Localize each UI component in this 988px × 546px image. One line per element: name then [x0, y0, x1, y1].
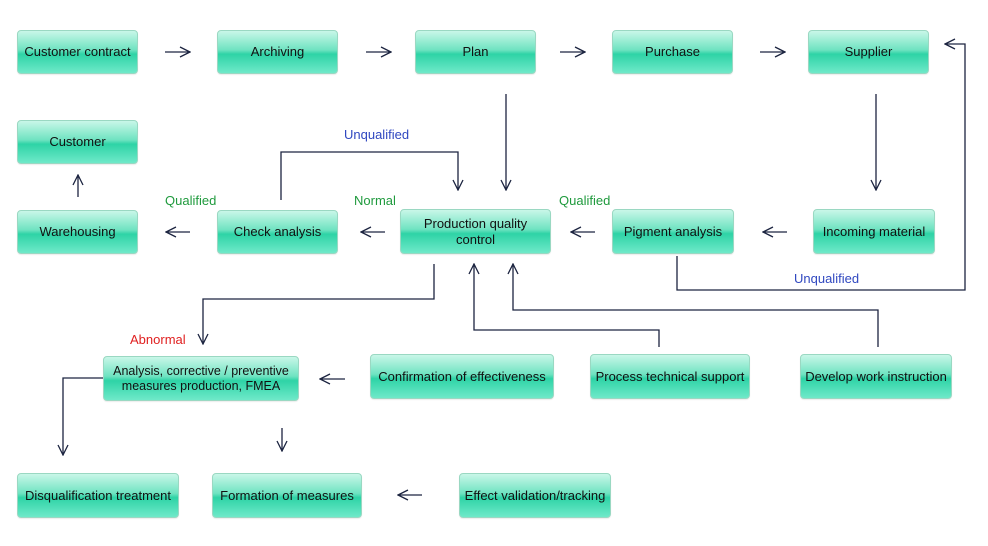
- label-abnormal: Abnormal: [130, 332, 186, 347]
- node-analysis-corrective[interactable]: Analysis, corrective / preventive measur…: [103, 356, 299, 401]
- node-process-technical-support[interactable]: Process technical support: [590, 354, 750, 399]
- node-customer-contract[interactable]: Customer contract: [17, 30, 138, 74]
- label-normal: Normal: [354, 193, 396, 208]
- node-customer[interactable]: Customer: [17, 120, 138, 164]
- arrow-pqc-abnormal: [203, 264, 435, 344]
- node-formation-of-measures[interactable]: Formation of measures: [212, 473, 362, 518]
- label-unqualified-check: Unqualified: [344, 127, 410, 142]
- label-qualified-pigment: Qualified: [559, 193, 611, 208]
- loop-check-unqualified: [280, 151, 458, 200]
- arrow-support-pqc: [474, 264, 660, 347]
- label-unqualified-pigment: Unqualified: [794, 271, 860, 286]
- node-effect-validation[interactable]: Effect validation/tracking: [459, 473, 611, 518]
- node-plan[interactable]: Plan: [415, 30, 536, 74]
- label-qualified-check: Qualified: [165, 193, 217, 208]
- node-confirmation-effectiveness[interactable]: Confirmation of effectiveness: [370, 354, 554, 399]
- arrow-instruction-pqc: [513, 264, 879, 347]
- node-archiving[interactable]: Archiving: [217, 30, 338, 74]
- loop-pigment-unqualified: [676, 44, 966, 291]
- node-pigment-analysis[interactable]: Pigment analysis: [612, 209, 734, 254]
- node-check-analysis[interactable]: Check analysis: [217, 210, 338, 254]
- node-warehousing[interactable]: Warehousing: [17, 210, 138, 254]
- node-production-quality-control[interactable]: Production quality control: [400, 209, 551, 254]
- node-develop-work-instruction[interactable]: Develop work instruction: [800, 354, 952, 399]
- node-purchase[interactable]: Purchase: [612, 30, 733, 74]
- arrow-analysis-disqualification: [63, 377, 103, 455]
- node-disqualification-treatment[interactable]: Disqualification treatment: [17, 473, 179, 518]
- node-incoming-material[interactable]: Incoming material: [813, 209, 935, 254]
- node-supplier[interactable]: Supplier: [808, 30, 929, 74]
